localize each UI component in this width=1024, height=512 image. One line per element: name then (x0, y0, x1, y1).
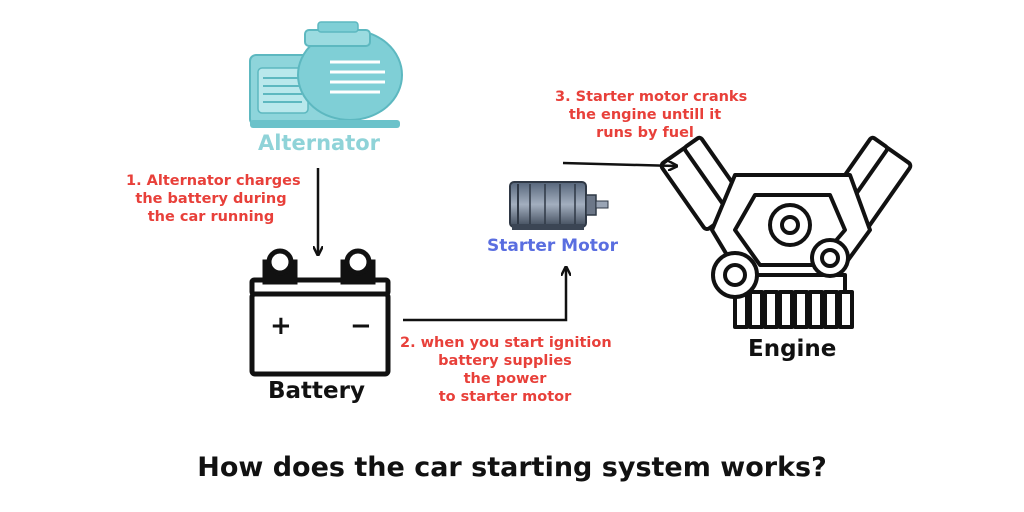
engine-label: Engine (748, 336, 837, 362)
alternator-icon (249, 21, 403, 128)
note-step-2-line-1: 2. when you start ignition (400, 335, 612, 351)
note-step-1-line-2: the battery during (135, 191, 287, 207)
note-step-3-line-1: 3. Starter motor cranks (555, 89, 748, 105)
page-title: How does the car starting system works? (197, 452, 827, 483)
starter-motor-label: Starter Motor (487, 236, 618, 256)
note-step-2: 2. when you start ignition battery suppl… (400, 334, 612, 406)
note-step-1-line-3: the car running (147, 209, 275, 225)
alternator-label: Alternator (258, 131, 381, 155)
note-step-3-line-3: runs by fuel (596, 125, 694, 141)
note-step-2-line-3: the power (463, 371, 547, 387)
note-step-3: 3. Starter motor cranks the engine until… (555, 88, 748, 142)
note-step-2-line-2: battery supplies (438, 353, 572, 369)
battery-label: Battery (268, 378, 365, 404)
note-step-3-line-2: the engine untill it (568, 107, 722, 123)
arrow-to-engine (562, 163, 676, 166)
arrow-battery-to-starter (403, 268, 566, 322)
battery-icon (249, 248, 391, 377)
arrows (318, 163, 676, 322)
note-step-1-line-1: 1. Alternator charges (126, 173, 301, 189)
note-step-2-line-4: to starter motor (438, 389, 572, 405)
note-step-1: 1. Alternator charges the battery during… (126, 172, 301, 226)
battery-minus-sign: − (350, 311, 372, 341)
battery-plus-sign: + (270, 311, 292, 341)
starter-motor-icon (509, 181, 609, 230)
engine-icon (659, 135, 913, 329)
